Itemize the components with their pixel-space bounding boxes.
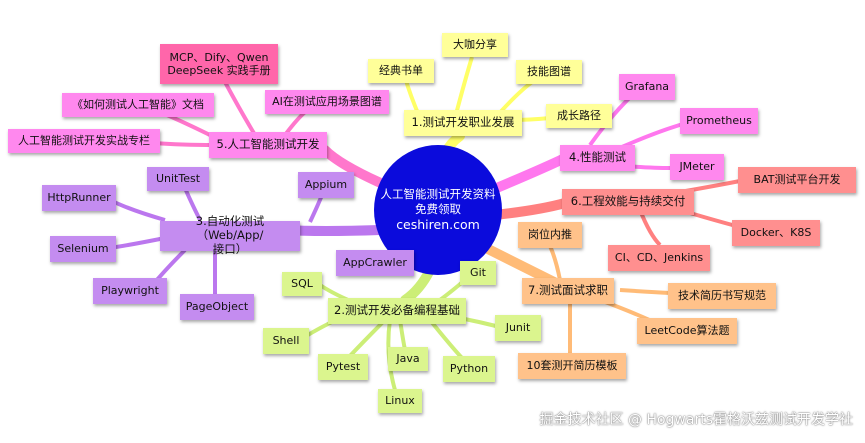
leaf-junit: Junit <box>495 315 541 341</box>
branch-career: 1.测试开发职业发展 <box>404 110 522 136</box>
connector <box>320 145 390 190</box>
branch-performance: 4.性能测试 <box>560 145 635 171</box>
leaf-selenium: Selenium <box>50 236 116 262</box>
center-url: ceshiren.com <box>396 216 480 232</box>
connector <box>223 81 257 137</box>
leaf-ci-cd-jenkins: CI、CD、Jenkins <box>608 245 710 271</box>
leaf-httprunner: HttpRunner <box>42 185 116 211</box>
leaf-jmeter: JMeter <box>670 154 724 180</box>
center-subtitle: 免费领取 <box>415 201 461 216</box>
leaf-appcrawler: AppCrawler <box>336 250 414 276</box>
watermark: 掘金技术社区 @ Hogwarts霍格沃兹测试开发学社 <box>539 412 853 428</box>
branch-automation-line1: 3.自动化测试（Web/App/ <box>195 214 265 243</box>
leaf-playwright: Playwright <box>93 278 167 304</box>
leaf-git: Git <box>460 261 496 285</box>
leaf-linux: Linux <box>378 389 422 413</box>
leaf-java: Java <box>388 347 428 371</box>
branch-devops: 6.工程效能与持续交付 <box>562 189 694 215</box>
branch-interview: 7.测试面试求职 <box>522 278 614 304</box>
connector <box>453 56 474 119</box>
leaf-python: Python <box>443 356 495 382</box>
branch-ai-testing: 5.人工智能测试开发 <box>209 132 327 158</box>
connector <box>638 209 662 247</box>
leaf-unittest: UnitTest <box>147 167 209 191</box>
leaf-bat-platform: BAT测试平台开发 <box>738 167 856 193</box>
leaf-shell: Shell <box>263 328 309 354</box>
leaf-grafana: Grafana <box>619 74 675 100</box>
leaf-resume-templates: 10套测开简历模板 <box>518 353 626 379</box>
leaf-booklist: 经典书单 <box>368 59 434 83</box>
leaf-ai-column: 人工智能测试开发实战专栏 <box>8 129 160 153</box>
connector <box>428 318 464 360</box>
leaf-ai-scenario-map: AI在测试应用场景图谱 <box>265 90 389 114</box>
leaf-leetcode: LeetCode算法题 <box>637 318 737 344</box>
leaf-prometheus: Prometheus <box>680 108 758 134</box>
branch-automation-line2: 接口） <box>212 241 248 256</box>
leaf-mcp-line2: DeepSeek 实践手册 <box>167 64 271 77</box>
connector <box>109 236 166 250</box>
connector <box>154 141 216 147</box>
leaf-mcp-dify-qwen: MCP、Dify、Qwen DeepSeek 实践手册 <box>160 44 278 84</box>
leaf-resume-guide: 技术简历书写规范 <box>668 283 776 309</box>
leaf-sql: SQL <box>282 272 322 296</box>
connector <box>398 319 407 351</box>
connector <box>459 316 501 329</box>
branch-coding: 2.测试开发必备编程基础 <box>328 298 466 324</box>
leaf-growth-path: 成长路径 <box>546 104 612 128</box>
leaf-referral: 岗位内推 <box>518 222 582 248</box>
connector <box>619 288 671 295</box>
leaf-pageobject: PageObject <box>180 294 254 320</box>
leaf-expert-share: 大咖分享 <box>442 33 508 57</box>
leaf-skill-map: 技能图谱 <box>516 60 582 84</box>
leaf-docker-k8s: Docker、K8S <box>732 220 820 246</box>
connector <box>490 198 570 220</box>
connector <box>308 194 324 223</box>
leaf-pytest: Pytest <box>318 354 368 380</box>
leaf-ai-doc: 《如何测试人工智能》文档 <box>62 93 214 117</box>
connector <box>109 198 166 222</box>
connector <box>346 318 387 360</box>
leaf-appium: Appium <box>298 172 354 198</box>
center-title: 人工智能测试开发资料 <box>380 186 496 201</box>
branch-automation: 3.自动化测试（Web/App/ 接口） <box>160 215 300 256</box>
leaf-mcp-line1: MCP、Dify、Qwen <box>169 50 269 64</box>
